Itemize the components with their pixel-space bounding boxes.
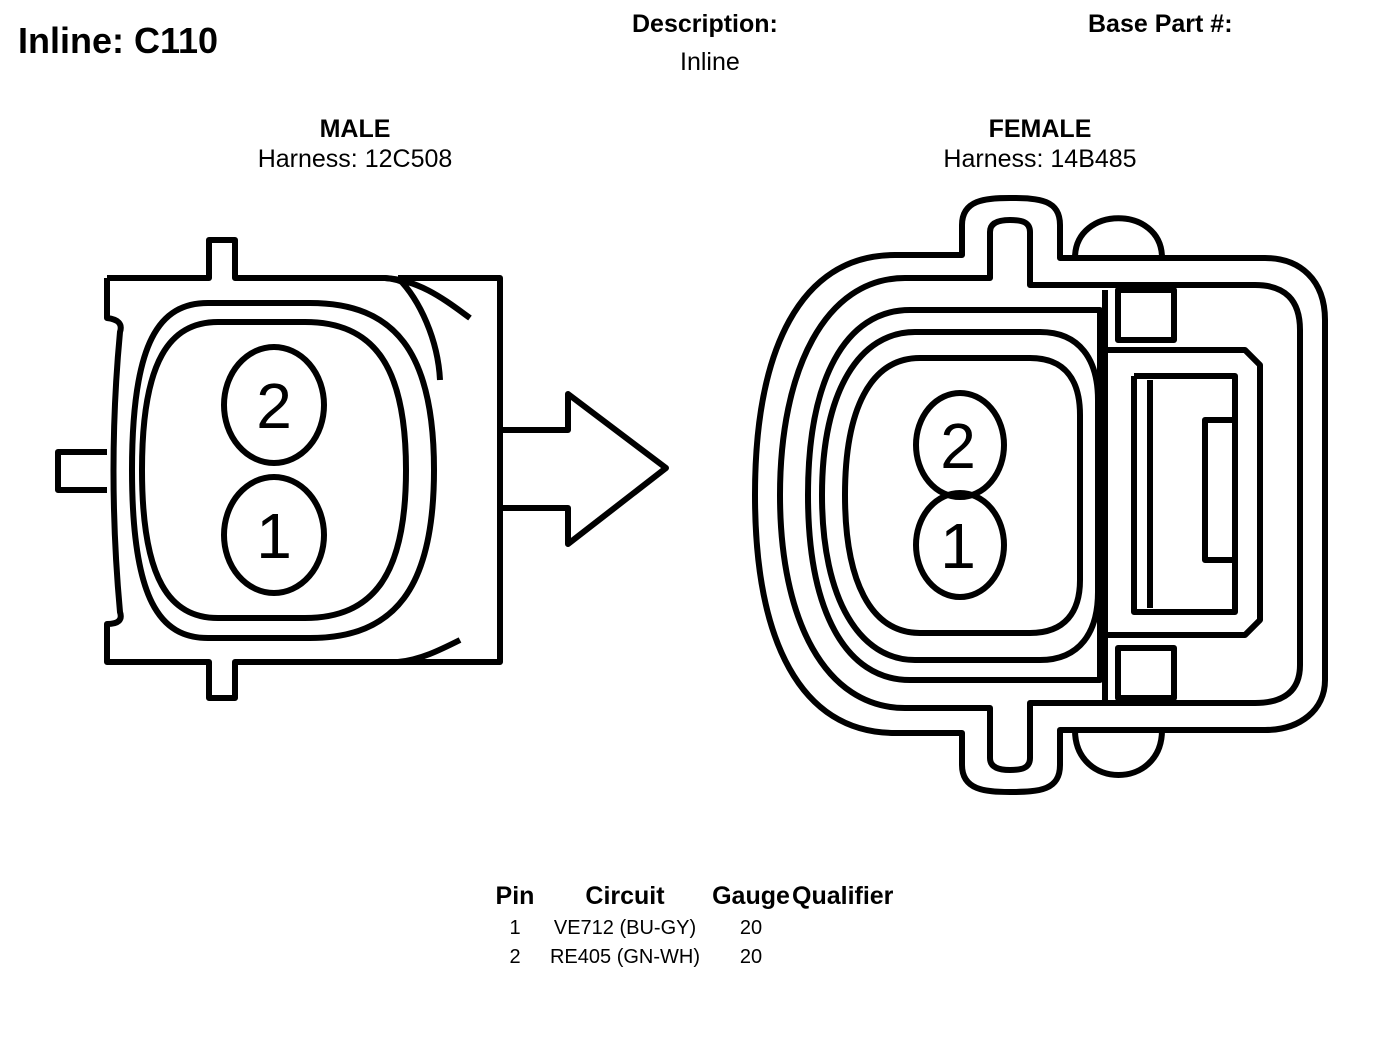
female-label: FEMALE: [988, 115, 1092, 143]
female-inner-shell: [819, 329, 1101, 663]
header-circuit: Circuit: [585, 882, 665, 910]
male-heading: MALE Harness: 12C508: [175, 114, 535, 174]
male-label: MALE: [319, 115, 391, 143]
description-value: Inline: [680, 48, 740, 76]
pin-table-header: Pin Circuit Gauge Qualifier: [490, 882, 920, 915]
row-qualifier: [792, 944, 920, 973]
description-label: Description:: [632, 10, 778, 38]
header-qualifier: Qualifier: [792, 882, 894, 910]
male-inner-shell: [129, 300, 437, 641]
female-second-shell: [777, 217, 1303, 773]
female-bottom-ear: [1072, 729, 1165, 778]
male-pin-1-label: 1: [256, 500, 292, 572]
header-gauge: Gauge: [712, 882, 790, 910]
female-third-shell: [805, 307, 1103, 683]
female-connector: [752, 195, 1328, 795]
female-outer-housing: [752, 195, 1328, 795]
male-pin-2-label: 2: [256, 370, 292, 442]
base-part-label: Base Part #:: [1088, 10, 1233, 38]
female-pin-2: [913, 390, 1007, 500]
female-bottom-lock: [1115, 645, 1177, 701]
female-pin-2-label: 2: [940, 410, 976, 482]
male-pin-2: [221, 344, 327, 466]
male-pin-cavity: [139, 319, 409, 621]
table-row: 1 VE712 (BU-GY) 20: [490, 915, 920, 944]
pin-table: Pin Circuit Gauge Qualifier 1 VE712 (BU-…: [490, 882, 920, 973]
male-connector: [55, 237, 669, 701]
table-row: 2 RE405 (GN-WH) 20: [490, 944, 920, 973]
female-harness: Harness: 14B485: [943, 145, 1137, 173]
row-qualifier: [792, 915, 920, 944]
row-pin: 1: [509, 917, 521, 939]
row-gauge: 20: [739, 917, 763, 939]
female-heading: FEMALE Harness: 14B485: [860, 114, 1220, 174]
female-pin-1: [913, 490, 1007, 600]
connector-title: Inline: C110: [18, 20, 219, 61]
row-circuit: VE712 (BU-GY): [553, 917, 697, 939]
male-pin-1: [221, 474, 327, 596]
female-top-ear: [1072, 215, 1165, 259]
female-latch-frame: [1105, 347, 1263, 638]
row-gauge: 20: [739, 946, 763, 968]
header-pin: Pin: [495, 882, 535, 910]
female-latch-arm: [1131, 373, 1238, 615]
male-harness: Harness: 12C508: [257, 145, 453, 173]
mating-arrow: [500, 391, 669, 547]
male-right-housing: [384, 275, 503, 665]
row-pin: 2: [509, 946, 521, 968]
male-left-tab: [55, 449, 107, 493]
row-circuit: RE405 (GN-WH): [549, 946, 700, 968]
female-pin-cavity: [842, 355, 1083, 636]
female-pin-1-label: 1: [940, 510, 976, 582]
female-top-lock: [1115, 287, 1177, 343]
